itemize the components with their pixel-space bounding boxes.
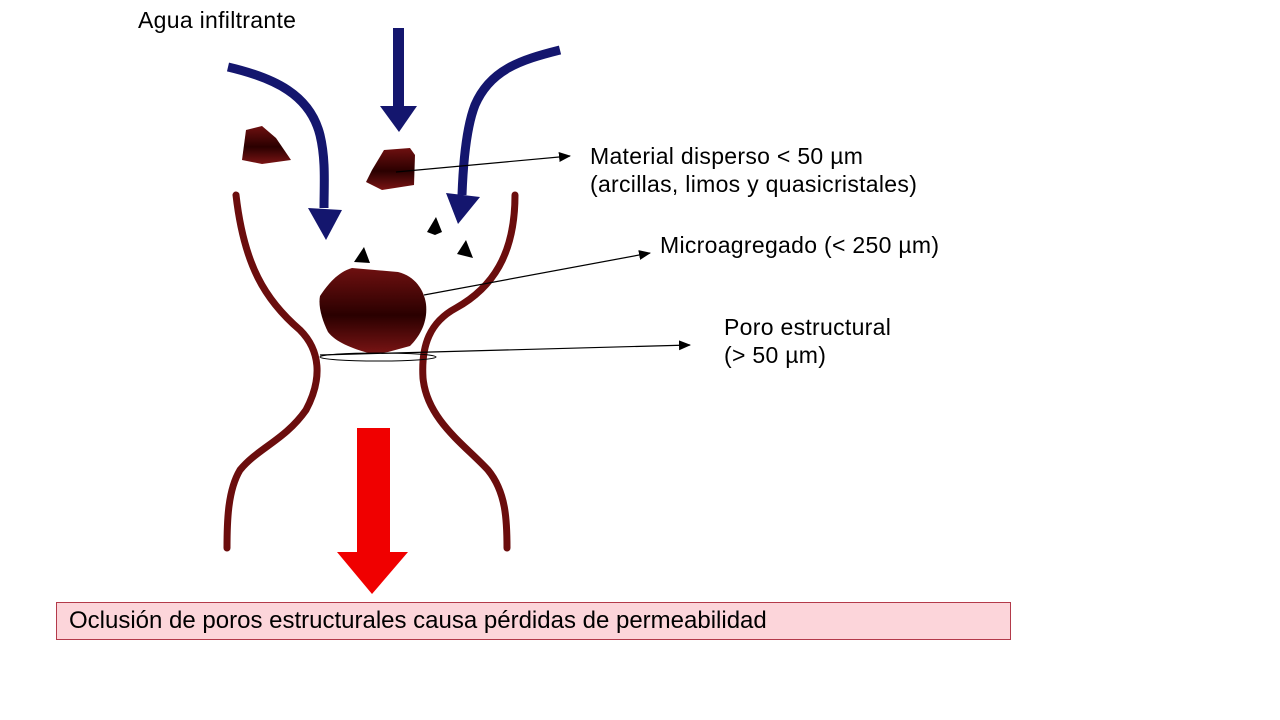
- pore-wall-left: [223, 191, 321, 552]
- dispersed-particle-2: [366, 148, 415, 190]
- label-dispersed-material-line2: (arcillas, limos y quasicristales): [590, 171, 918, 197]
- label-structural-pore-line2: (> 50 µm): [724, 342, 827, 368]
- outflow-arrow: [337, 428, 408, 594]
- water-arrow-right: [446, 45, 562, 224]
- label-infiltrating-water: Agua infiltrante: [138, 6, 296, 34]
- water-arrow-left: [226, 62, 342, 240]
- label-structural-pore-line1: Poro estructural: [724, 314, 892, 340]
- conclusion-text: Oclusión de poros estructurales causa pé…: [69, 607, 767, 634]
- label-microaggregate: Microagregado (< 250 µm): [660, 231, 939, 259]
- conclusion-box: Oclusión de poros estructurales causa pé…: [56, 602, 1011, 640]
- quasicrystal-2: [457, 240, 473, 258]
- label-dispersed-material: Material disperso < 50 µm (arcillas, lim…: [590, 142, 917, 198]
- leader-dispersed-material: [395, 152, 571, 173]
- water-arrow-center: [380, 28, 417, 132]
- quasicrystal-1: [427, 217, 442, 235]
- pore-wall-right: [419, 191, 519, 552]
- leader-microaggregate: [423, 250, 651, 296]
- label-microaggregate-text: Microagregado (< 250 µm): [660, 232, 940, 258]
- label-infiltrating-water-text: Agua infiltrante: [138, 7, 297, 33]
- microaggregate: [319, 268, 427, 354]
- label-structural-pore: Poro estructural (> 50 µm): [724, 313, 891, 369]
- label-dispersed-material-line1: Material disperso < 50 µm: [590, 143, 864, 169]
- quasicrystal-3: [354, 247, 370, 263]
- dispersed-particle-1: [242, 126, 291, 164]
- leader-structural-pore: [319, 340, 691, 356]
